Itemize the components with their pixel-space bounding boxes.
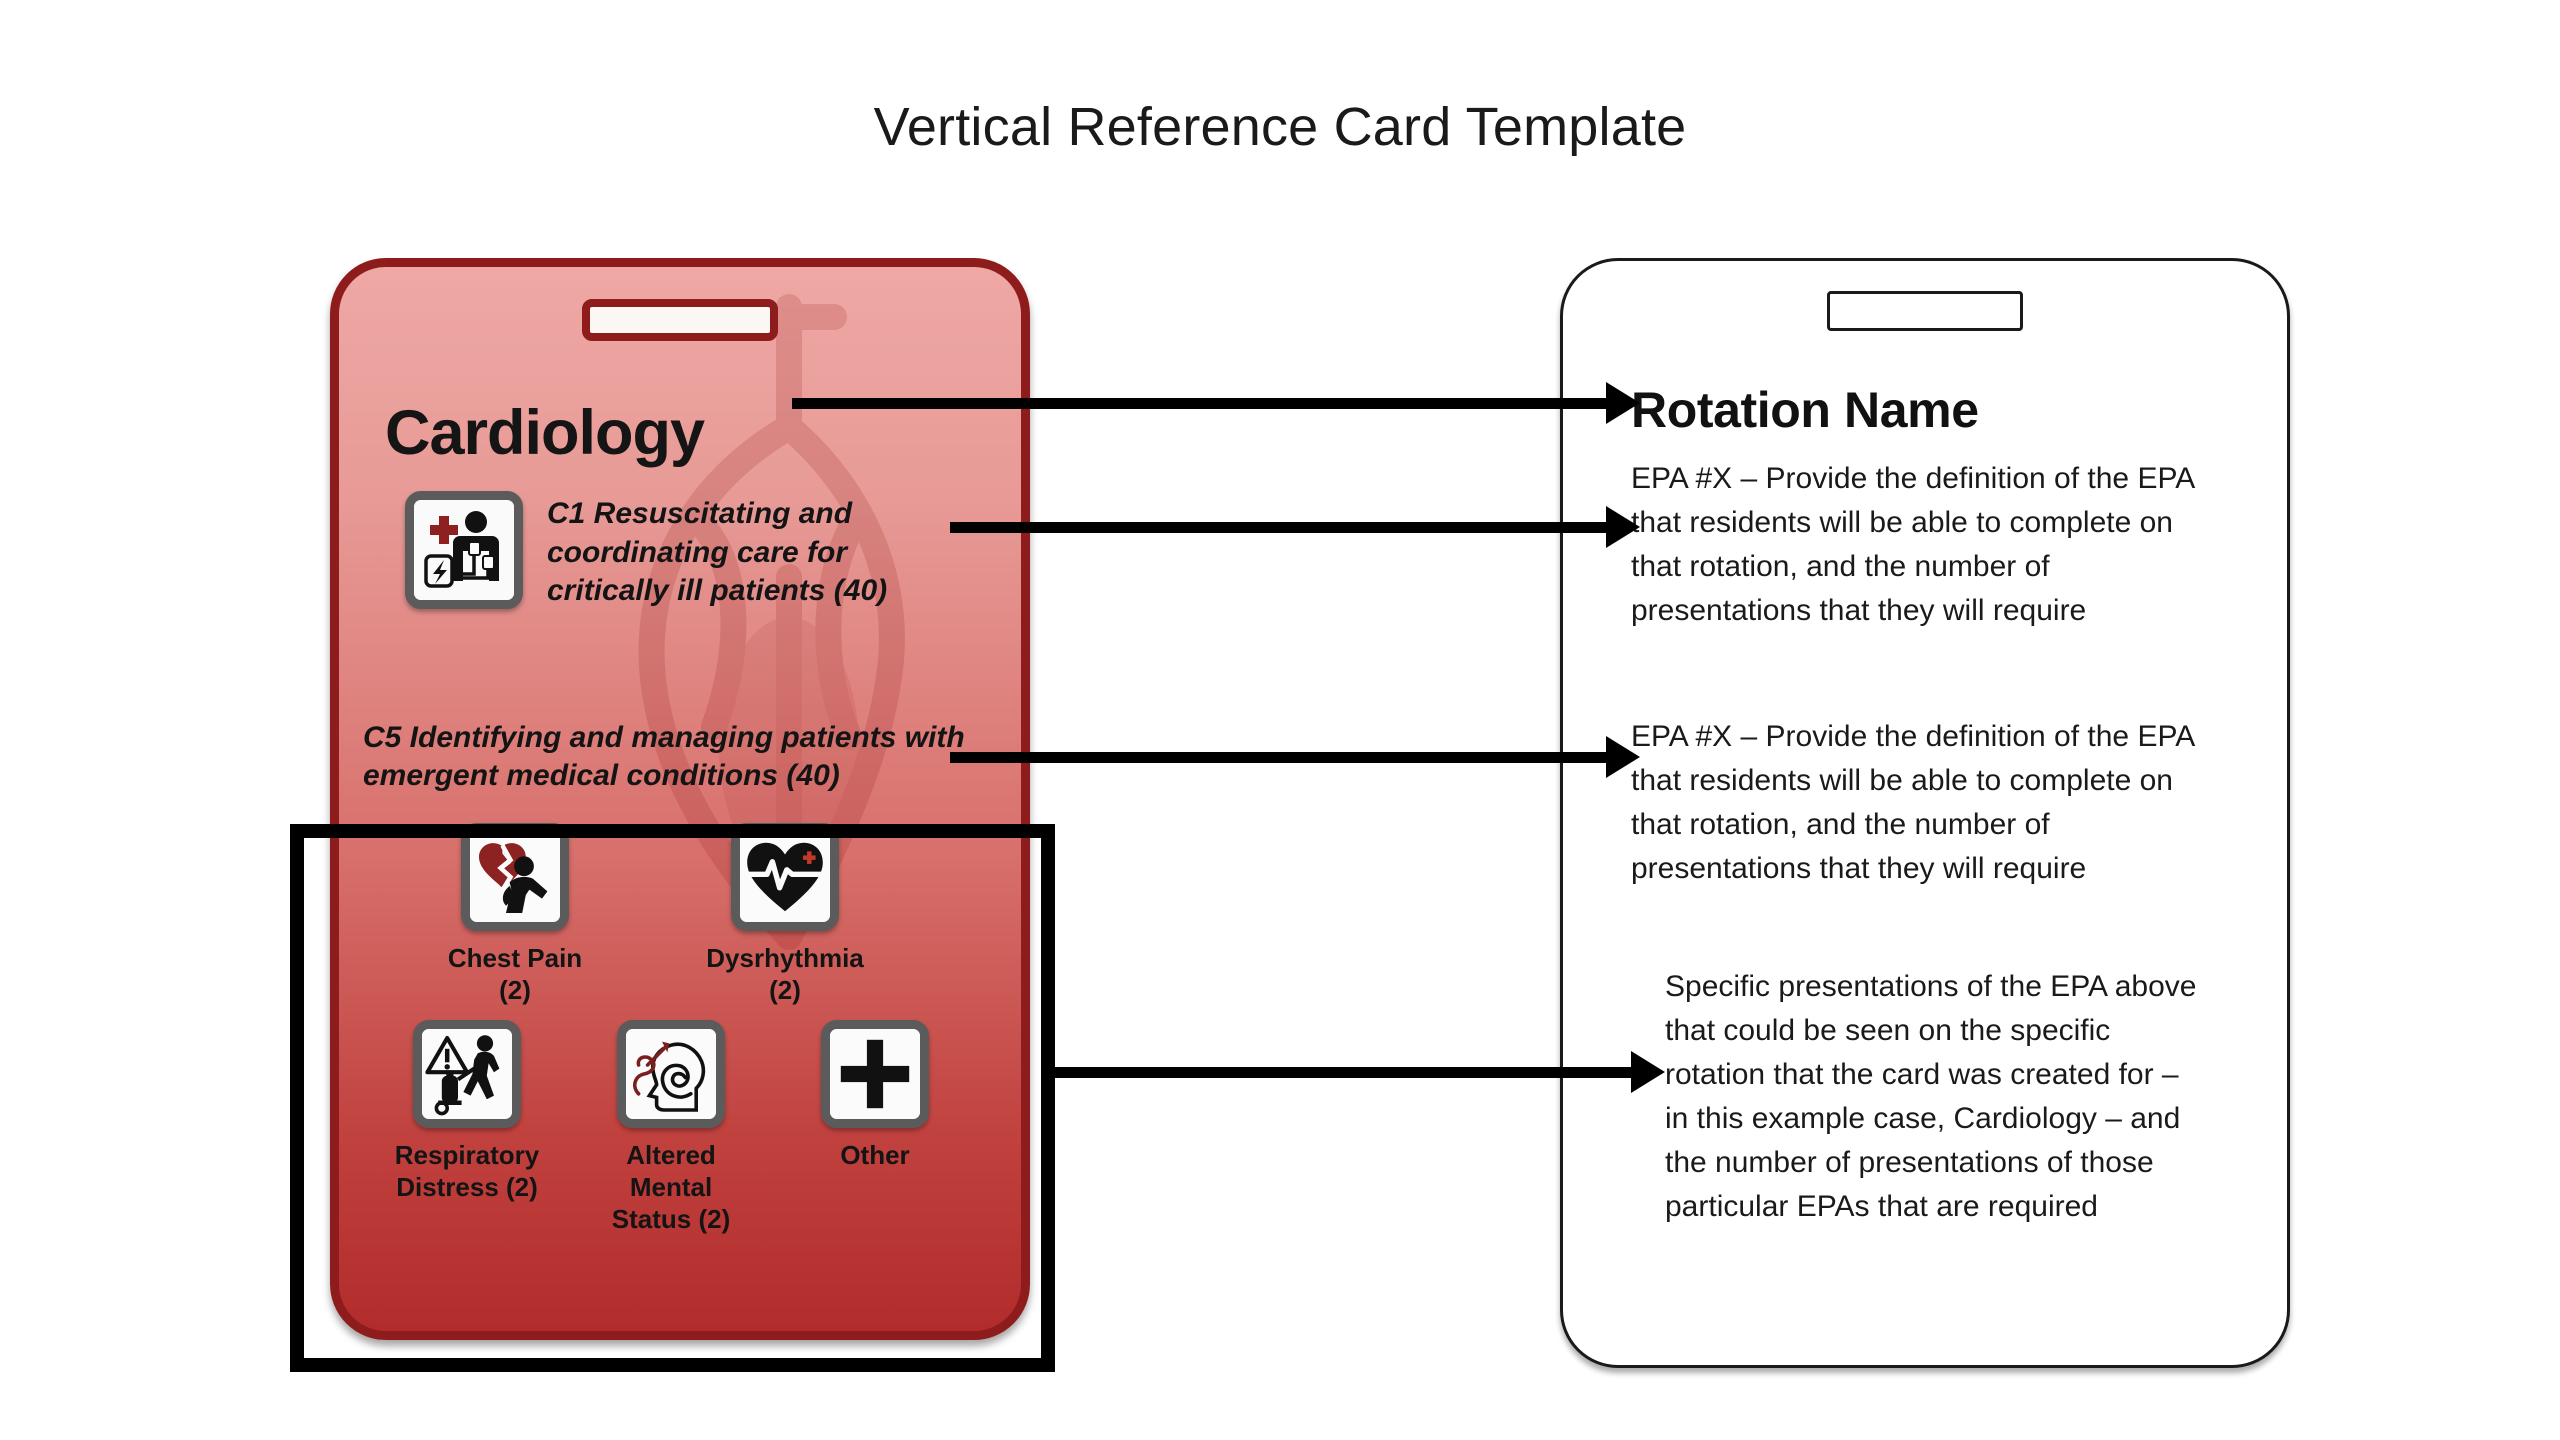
presentation-label-line2: Status (2) — [611, 1203, 731, 1234]
presentation-label-line1: Other — [840, 1140, 910, 1171]
presentation-row-1: Chest Pain (2) — [339, 823, 1021, 1006]
presentation-label-line2: Distress (2) — [396, 1172, 538, 1203]
explainer-slot — [1827, 291, 2023, 331]
presentation-label-line1: Respiratory — [394, 1140, 540, 1171]
presentation-respiratory-distress[interactable]: Respiratory Distress (2) — [387, 1020, 547, 1235]
presentation-label: Altered Mental Status (2) — [591, 1140, 751, 1235]
arrow-head — [1606, 506, 1640, 548]
epa-row-c1: C1 Resuscitating and coordinating care f… — [405, 491, 907, 611]
head-spiral-confusion-icon[interactable] — [617, 1020, 725, 1129]
explainer-paragraph-3: Specific presentations of the EPA above … — [1665, 970, 2197, 1224]
presentation-chest-pain[interactable]: Chest Pain (2) — [435, 823, 595, 1006]
presentation-label-line1: Dysrhythmia — [706, 943, 864, 973]
arrow-head — [1606, 382, 1640, 424]
presentation-label: Dysrhythmia (2) — [706, 943, 864, 1006]
broken-heart-chest-pain-icon[interactable] — [461, 823, 569, 931]
arrow-head — [1606, 736, 1640, 778]
epa-c1-full: C1 Resuscitating and coordinating care f… — [547, 497, 888, 608]
presentation-other[interactable]: Other — [795, 1020, 955, 1235]
presentation-label-line1: Chest Pain — [447, 943, 583, 973]
presentation-label-line1: Altered Mental — [626, 1140, 716, 1203]
presentation-altered-mental-status[interactable]: Altered Mental Status (2) — [591, 1020, 751, 1235]
explainer-card: Rotation Name EPA #X – Provide the defin… — [1560, 258, 2290, 1368]
heart-ecg-rhythm-icon[interactable] — [731, 823, 839, 931]
presentation-label: Chest Pain (2) — [448, 943, 582, 1006]
arrow-head — [1631, 1051, 1665, 1093]
arrow-shaft — [1055, 1067, 1631, 1078]
cardiology-badge-card: Cardiology — [330, 258, 1030, 1340]
epa-c5-text: C5 Identifying and managing patients wit… — [363, 719, 983, 796]
arrow-shaft — [950, 752, 1606, 763]
presentation-dysrhythmia[interactable]: Dysrhythmia (2) — [705, 823, 865, 1006]
resuscitation-defibrillator-icon[interactable] — [405, 491, 523, 609]
presentation-label-count: (2) — [769, 974, 801, 1005]
plus-other-icon[interactable] — [821, 1020, 929, 1129]
page-title: Vertical Reference Card Template — [873, 97, 1687, 157]
explainer-paragraph-1: EPA #X – Provide the definition of the E… — [1631, 462, 2194, 628]
badge-slot — [582, 299, 778, 341]
explainer-paragraph-2: EPA #X – Provide the definition of the E… — [1631, 720, 2194, 886]
arrow-shaft — [792, 398, 1606, 409]
card-heading: Cardiology — [385, 398, 705, 468]
presentation-label-count: (2) — [499, 974, 531, 1005]
presentation-row-2: Respiratory Distress (2) — [339, 1020, 1021, 1235]
presentation-grid: Chest Pain (2) — [339, 823, 1021, 1236]
explainer-title: Rotation Name — [1631, 382, 1979, 438]
arrow-shaft — [950, 522, 1606, 533]
presentation-label: Respiratory Distress (2) — [395, 1140, 540, 1203]
epa-c5-full: C5 Identifying and managing patients wit… — [363, 721, 965, 793]
oxygen-tank-warning-icon[interactable] — [413, 1020, 521, 1129]
presentation-label: Other — [840, 1140, 909, 1172]
epa-c1-text: C1 Resuscitating and coordinating care f… — [547, 491, 907, 611]
